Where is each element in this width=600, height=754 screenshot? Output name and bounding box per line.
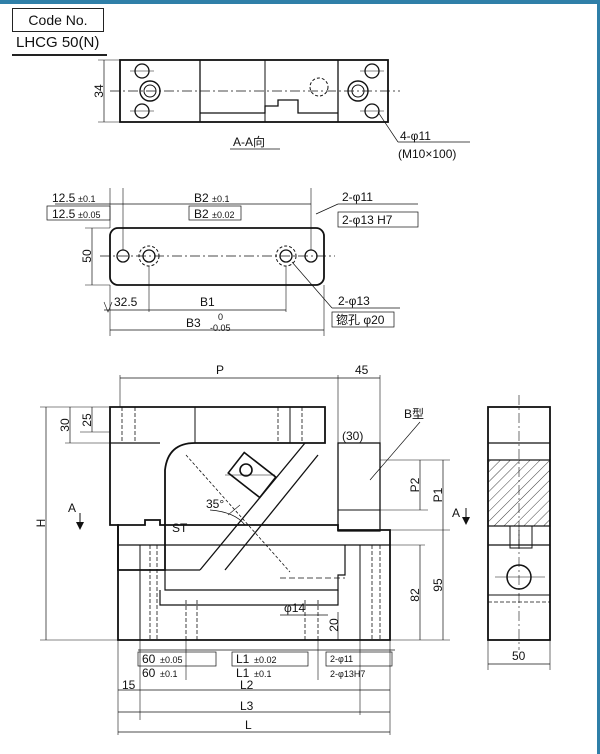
holes-a: 2-φ11 [342, 190, 373, 204]
a-right: A [452, 506, 460, 520]
dim-p: P [216, 363, 224, 377]
dim-25: 25 [80, 413, 94, 427]
side-width-50: 50 [512, 649, 526, 663]
dim-50-mount: 50 [80, 249, 94, 263]
holes-b: 2-φ13 H7 [342, 213, 393, 227]
tol-60-b: ±0.1 [160, 669, 177, 679]
dim-60-a: 60 [142, 652, 156, 666]
b2-tol-a: ±0.1 [212, 194, 229, 204]
front-view [40, 375, 470, 735]
dim-15: 15 [122, 678, 136, 692]
base-body [117, 519, 391, 641]
b2-b: B2 [194, 207, 209, 221]
phi14: φ14 [284, 601, 305, 615]
b-type: B型 [404, 407, 424, 421]
dim-95: 95 [431, 578, 445, 592]
dim-l: L [245, 718, 252, 732]
hole-icon [279, 249, 293, 263]
holes-e: 2-φ13H7 [330, 669, 365, 679]
dim-20: 20 [327, 618, 341, 632]
tol-60-a: ±0.05 [160, 655, 182, 665]
mount-view [46, 188, 419, 336]
dim-l2: L2 [240, 678, 254, 692]
hole-icon [347, 80, 369, 102]
hole-icon [351, 84, 365, 98]
l1-tol-b: ±0.1 [254, 669, 271, 679]
pivot-block [227, 451, 277, 499]
dim-p2: P2 [408, 477, 422, 492]
dim-60-b: 60 [142, 666, 156, 680]
pivot-pin-icon [239, 463, 253, 477]
b3-tol-down: -0.05 [210, 323, 231, 333]
bolt-label: (M10×100) [398, 147, 456, 161]
tol-12-5-b: ±0.05 [78, 210, 100, 220]
l1-a: L1 [236, 652, 250, 666]
hole-icon [143, 84, 157, 98]
b3-tol-up: 0 [218, 312, 223, 322]
l1-b: L1 [236, 666, 250, 680]
top-border [0, 0, 600, 4]
section-label: A-A向 [233, 134, 265, 149]
b1: B1 [200, 295, 215, 309]
dim-p1: P1 [431, 487, 445, 502]
top-view [98, 59, 470, 150]
dim-82: 82 [408, 588, 422, 602]
dim-32-5: 32.5 [114, 295, 138, 309]
dim-12-5-a: 12.5 [52, 191, 76, 205]
dim-30-paren: (30) [342, 429, 363, 443]
holes-c: 2-φ13 [338, 294, 370, 308]
b2-a: B2 [194, 191, 209, 205]
dim-l3: L3 [240, 699, 254, 713]
angle-35: 35° [206, 497, 224, 511]
holes-label: 4-φ11 [400, 129, 431, 143]
mount-plate-outline [109, 227, 325, 286]
l1-tol-a: ±0.02 [254, 655, 276, 665]
load-cell [337, 442, 381, 532]
right-border [597, 0, 600, 754]
a-left: A [68, 501, 76, 515]
dim-45: 45 [355, 363, 369, 377]
hole-icon [139, 80, 161, 102]
model-number: LHCG 50(N) [16, 34, 100, 51]
hole-icon [142, 249, 156, 263]
st-label: ST [172, 521, 188, 535]
dim-h: H [34, 519, 48, 528]
model-underline [12, 54, 107, 56]
hole-icon [309, 77, 329, 97]
b2-tol-b: ±0.02 [212, 210, 234, 220]
side-view [487, 395, 551, 670]
b3: B3 [186, 316, 201, 330]
counterbore: 锪孔 φ20 [336, 312, 385, 327]
dim-30-left: 30 [58, 418, 72, 432]
code-label: Code No. [12, 8, 104, 32]
dim-12-5-b: 12.5 [52, 207, 76, 221]
dim-34: 34 [92, 84, 106, 98]
side-slot [509, 525, 533, 549]
tol-12-5-a: ±0.1 [78, 194, 95, 204]
holes-d: 2-φ11 [330, 654, 353, 664]
